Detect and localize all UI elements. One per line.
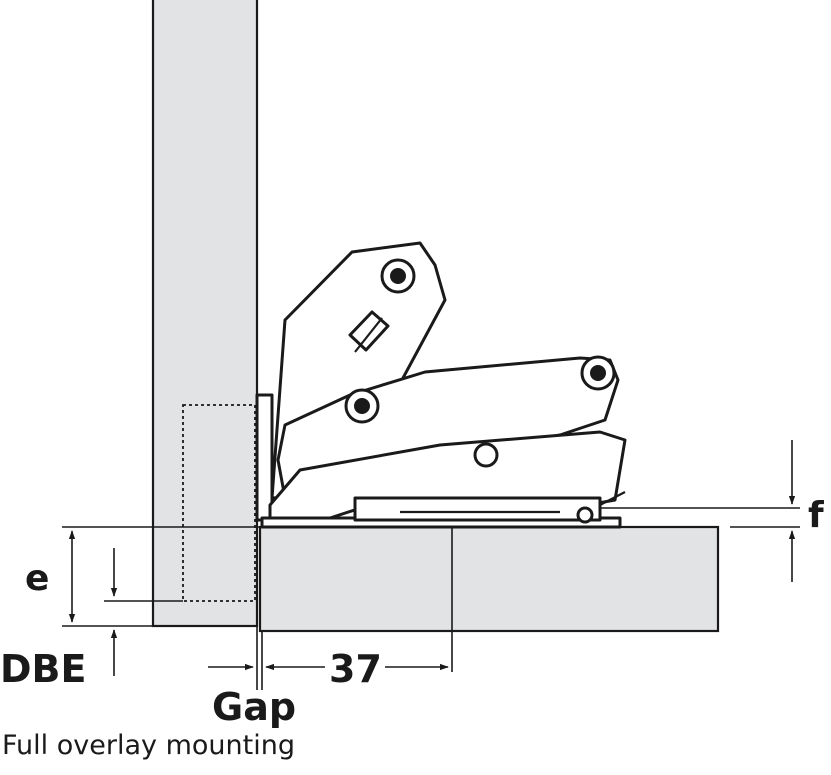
- door-panel: [258, 525, 720, 633]
- hinge-mechanism: [255, 241, 627, 529]
- label-gap: Gap: [212, 685, 296, 729]
- label-e: e: [25, 558, 49, 599]
- label-f: f: [808, 495, 824, 536]
- diagram-caption: Full overlay mounting: [2, 730, 295, 761]
- label-37: 37: [329, 647, 382, 691]
- dimension-arrows: [68, 440, 796, 676]
- reference-lines: [62, 490, 800, 690]
- cabinet-side-panel: [151, 0, 259, 628]
- label-dbe: DBE: [0, 647, 86, 691]
